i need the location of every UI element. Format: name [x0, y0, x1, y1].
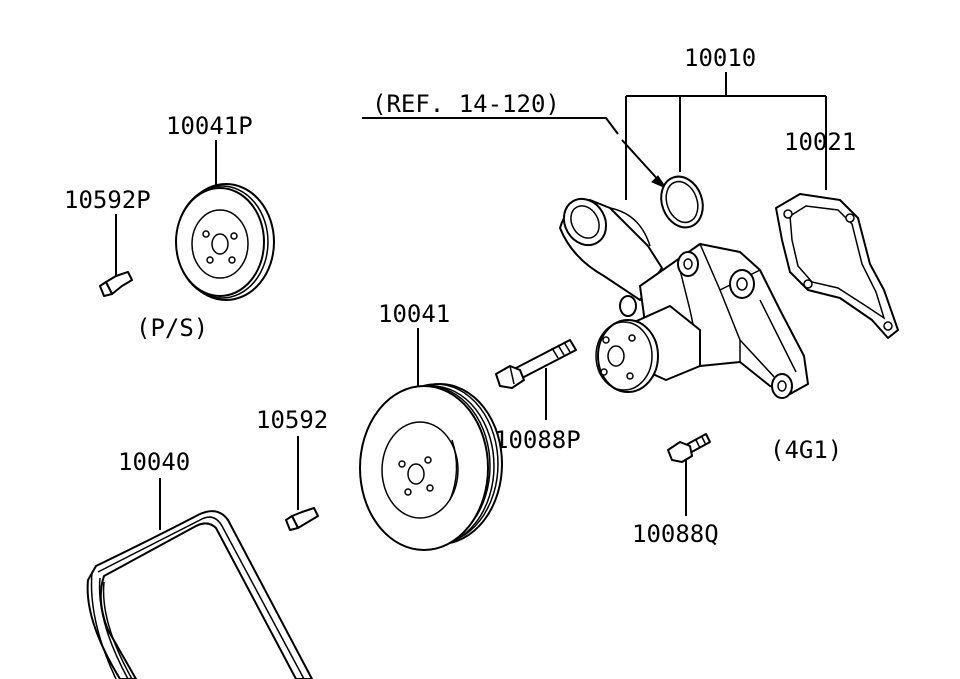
leader-ref [362, 117, 619, 135]
water-pump-10010 [559, 197, 809, 399]
o-ring [660, 175, 704, 229]
label-ps-note: (P/S) [136, 314, 208, 342]
bolt-10088p [495, 339, 577, 389]
arrowhead-ref [651, 175, 668, 190]
label-10592p: 10592P [64, 186, 151, 214]
ps-bolt-10592p [99, 271, 133, 297]
leader-ref-arrow [621, 139, 663, 185]
ps-pulley-10041p [175, 183, 275, 301]
label-10041: 10041 [378, 300, 450, 328]
leader-lines [115, 72, 827, 530]
label-ref-14-120: (REF. 14-120) [372, 90, 560, 118]
v-belt-10040 [86, 510, 313, 679]
leader-10010 [625, 72, 827, 200]
label-engine-4g1: (4G1) [770, 436, 842, 464]
label-10040: 10040 [118, 448, 190, 476]
label-10592: 10592 [256, 406, 328, 434]
pulley-bolt-10592 [285, 507, 319, 531]
bolt-10088q [667, 433, 711, 463]
pulley-10041 [359, 383, 503, 551]
label-10041p: 10041P [166, 112, 253, 140]
label-10010: 10010 [684, 44, 756, 72]
label-10088p: 10088P [494, 426, 581, 454]
label-10021: 10021 [784, 128, 856, 156]
label-10088q: 10088Q [632, 520, 719, 548]
gasket-10021 [775, 193, 899, 339]
